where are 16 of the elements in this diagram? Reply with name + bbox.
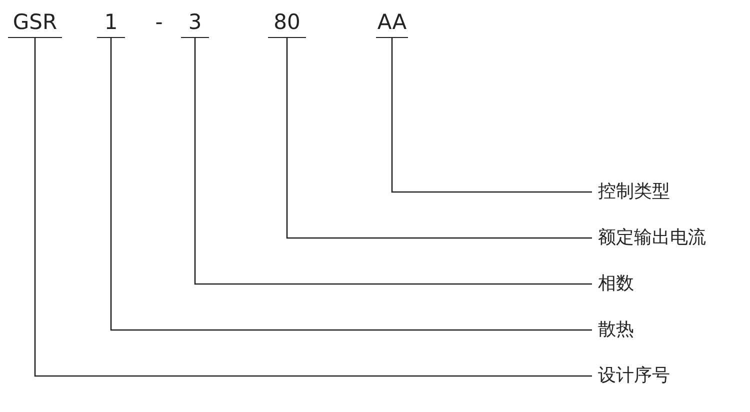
leader-line bbox=[286, 38, 592, 239]
leader-line bbox=[391, 38, 592, 193]
code-segment: 80 bbox=[268, 8, 306, 38]
separator-dash: - bbox=[154, 9, 164, 36]
description-label: 额定输出电流 bbox=[598, 226, 706, 250]
leader-line bbox=[194, 38, 592, 285]
description-label: 控制类型 bbox=[598, 180, 670, 204]
description-label: 散热 bbox=[598, 318, 634, 342]
code-segment: GSR bbox=[8, 8, 62, 38]
code-segment: 1 bbox=[97, 8, 125, 38]
leader-line bbox=[110, 38, 592, 331]
description-label: 相数 bbox=[598, 272, 634, 296]
leader-line bbox=[34, 38, 592, 377]
description-label: 设计序号 bbox=[598, 364, 670, 388]
code-segment: 3 bbox=[181, 8, 209, 38]
code-segment: AA bbox=[376, 8, 408, 38]
